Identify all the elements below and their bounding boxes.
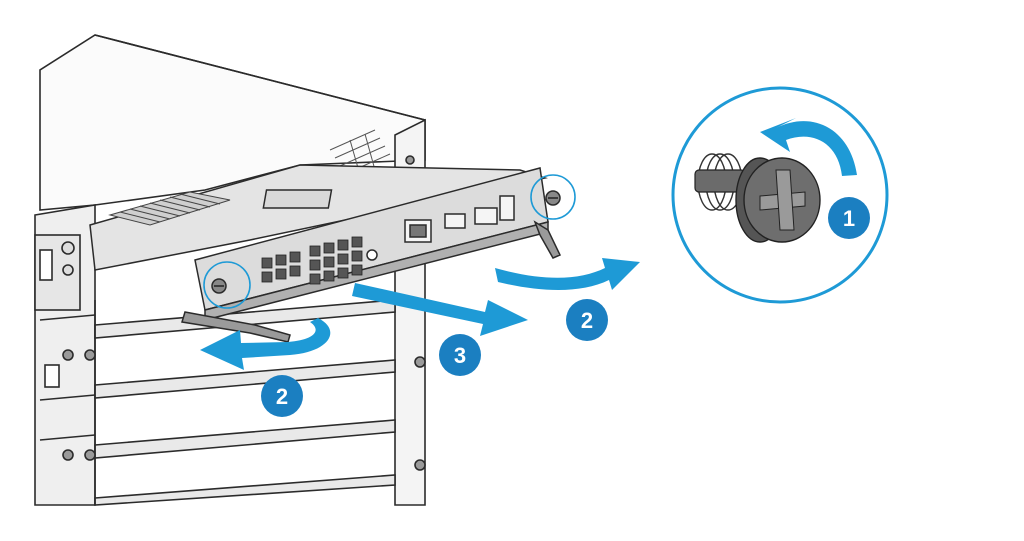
step-badge-circle [261,375,303,417]
step-badge-2-open-levers: 2 [566,299,608,341]
captive-screw-zoom-icon [671,86,889,304]
step-badges: 1 2 2 3 [261,197,870,417]
right-captive-screw [530,174,576,220]
step-badge-circle [439,334,481,376]
chassis-screws [62,155,426,471]
right-lever-arrow [495,258,640,290]
module-board [89,164,548,271]
slot-rails [39,299,396,506]
step-badge-1-loosen-screw: 1 [828,197,870,239]
heatsink [108,191,231,226]
pull-out-arrow [352,283,528,336]
phillips-slot [759,169,806,231]
step-badge-number: 2 [276,384,288,409]
step-badge-circle [566,299,608,341]
step-badge-number: 1 [843,206,855,231]
left-lever-arrow [200,318,331,370]
io-module [89,164,576,343]
network-ports [404,195,515,243]
step-badge-2-open-levers: 2 [261,375,303,417]
right-ejector-lever [533,220,562,259]
chassis [34,34,426,506]
step-badge-number: 3 [454,343,466,368]
counterclockwise-arrow-icon [760,118,857,176]
step-badge-number: 2 [581,308,593,333]
left-captive-screw [203,261,251,309]
step-badge-3-pull-module-out: 3 [439,334,481,376]
step-badge-circle [828,197,870,239]
motion-arrows [200,258,640,370]
port-block [261,236,363,285]
